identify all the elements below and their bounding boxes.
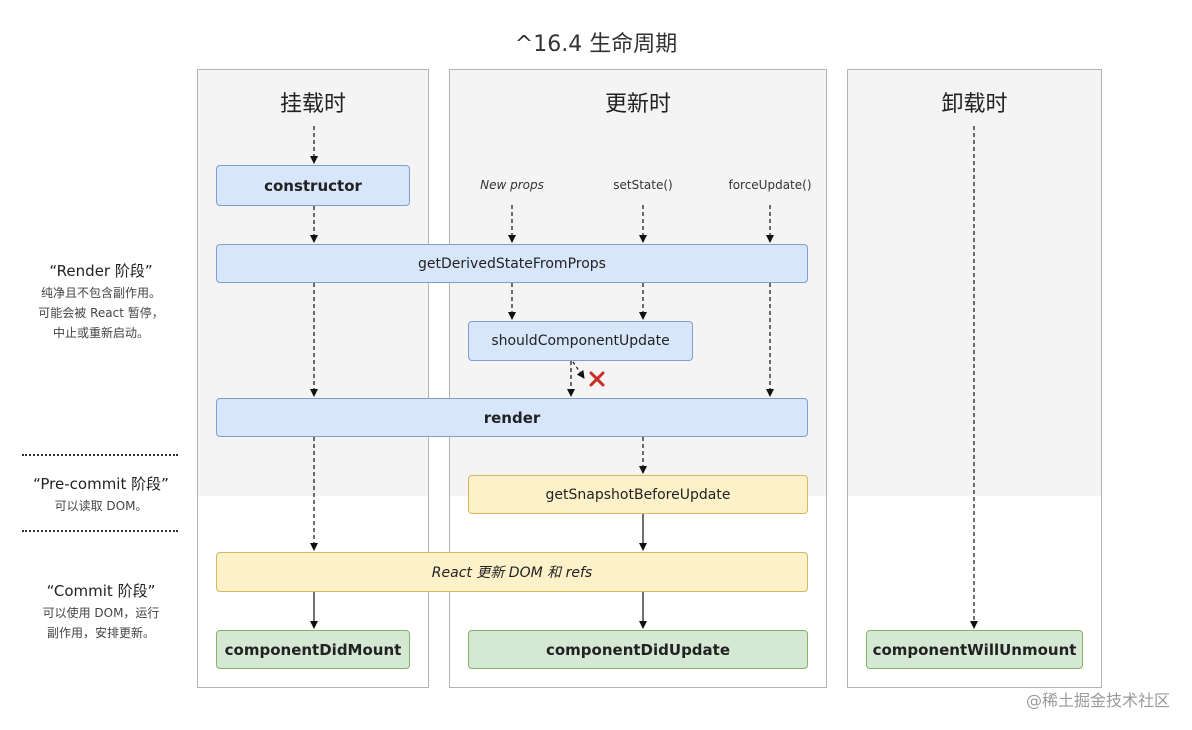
node-component-did-mount: componentDidMount (216, 630, 410, 669)
phase-render-desc-line: 纯净且不包含副作用。 (40, 286, 161, 300)
update-column-title: 更新时 (604, 92, 671, 117)
phase-precommit-title: “Pre-commit 阶段” (33, 475, 169, 493)
phase-divider (22, 530, 178, 532)
phase-precommit: “Pre-commit 阶段” 可以读取 DOM。 (18, 473, 184, 516)
mount-column-title: 挂载时 (279, 92, 346, 117)
watermark: @稀土掘金技术社区 (1025, 691, 1170, 710)
node-react-updates-dom: React 更新 DOM 和 refs (216, 552, 808, 592)
phase-render-desc-line: 中止或重新启动。 (52, 326, 149, 340)
node-component-did-update: componentDidUpdate (468, 630, 808, 669)
arrow-should-to-stop (572, 361, 585, 379)
unmount-column-title: 卸载时 (941, 92, 1008, 117)
node-should-component-update: shouldComponentUpdate (468, 321, 693, 361)
trigger-set-state: setState() (613, 178, 673, 192)
node-component-will-unmount: componentWillUnmount (866, 630, 1083, 669)
trigger-new-props: New props (480, 178, 544, 192)
trigger-force-update: forceUpdate() (728, 178, 812, 192)
phase-precommit-desc-line: 可以读取 DOM。 (54, 499, 148, 513)
node-get-snapshot-before-update: getSnapshotBeforeUpdate (468, 475, 808, 514)
phase-render-desc-line: 可能会被 React 暂停， (38, 306, 164, 320)
phase-commit: “Commit 阶段” 可以使用 DOM，运行 副作用，安排更新。 (18, 580, 184, 643)
node-render: render (216, 398, 808, 437)
node-constructor: constructor (216, 165, 410, 206)
node-get-derived-state-from-props: getDerivedStateFromProps (216, 244, 808, 283)
phase-commit-desc-line: 可以使用 DOM，运行 (42, 606, 160, 620)
phase-render-title: “Render 阶段” (49, 262, 153, 280)
phase-divider (22, 454, 178, 456)
phase-commit-desc: 可以使用 DOM，运行 副作用，安排更新。 (18, 603, 184, 643)
diagram-title: ^16.4 生命周期 (514, 32, 678, 57)
phase-commit-title: “Commit 阶段” (46, 582, 156, 600)
phase-render: “Render 阶段” 纯净且不包含副作用。 可能会被 React 暂停， 中止… (18, 260, 184, 343)
stop-x-icon (589, 371, 605, 387)
phase-commit-desc-line: 副作用，安排更新。 (46, 626, 155, 640)
phase-render-desc: 纯净且不包含副作用。 可能会被 React 暂停， 中止或重新启动。 (18, 283, 184, 343)
phase-precommit-desc: 可以读取 DOM。 (18, 496, 184, 516)
